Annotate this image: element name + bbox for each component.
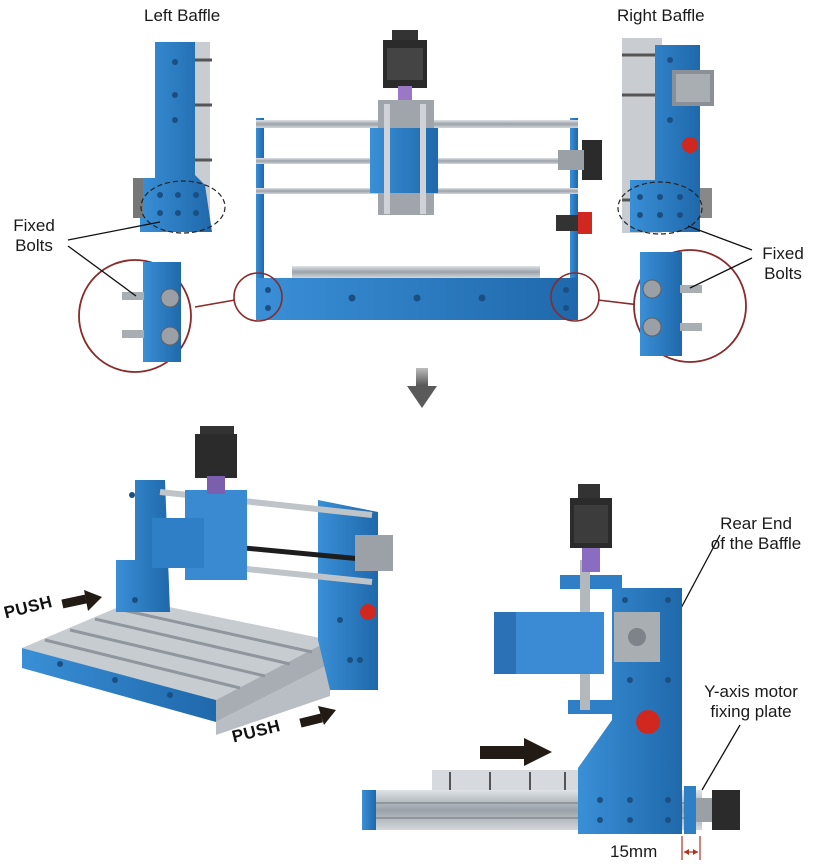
push-arrow-bottom-icon (299, 706, 336, 728)
front-view-machine (233, 30, 602, 322)
gap-dimension-label: 15mm (610, 842, 658, 861)
side-view-machine (362, 484, 740, 860)
isometric-view-machine (22, 426, 393, 735)
fixed-bolts-right-label: Fixed Bolts (754, 244, 812, 284)
y-axis-plate-label: Y-axis motor fixing plate (686, 682, 816, 722)
push-arrow-left-icon (61, 590, 102, 611)
y-axis-plate-line-2: fixing plate (710, 702, 792, 721)
rear-end-line-1: Rear End (720, 514, 792, 533)
fixed-bolts-right-line-2: Bolts (764, 264, 802, 283)
left-baffle-label: Left Baffle (144, 6, 221, 25)
down-arrow-icon (407, 368, 437, 408)
fixed-bolts-left-label: Fixed Bolts (6, 216, 62, 256)
fixed-bolts-left-line-2: Bolts (15, 236, 53, 255)
fixed-bolts-left-line-1: Fixed (13, 216, 55, 235)
right-baffle-detail (617, 38, 714, 235)
right-bolt-zoom (597, 249, 747, 363)
rear-end-label: Rear End of the Baffle (696, 514, 816, 554)
right-baffle-label: Right Baffle (617, 6, 705, 25)
left-bolt-zoom (78, 259, 236, 373)
y-axis-plate-line-1: Y-axis motor (704, 682, 798, 701)
rear-end-line-2: of the Baffle (710, 534, 802, 553)
left-baffle-detail (133, 42, 226, 234)
fixed-bolts-right-line-1: Fixed (762, 244, 804, 263)
